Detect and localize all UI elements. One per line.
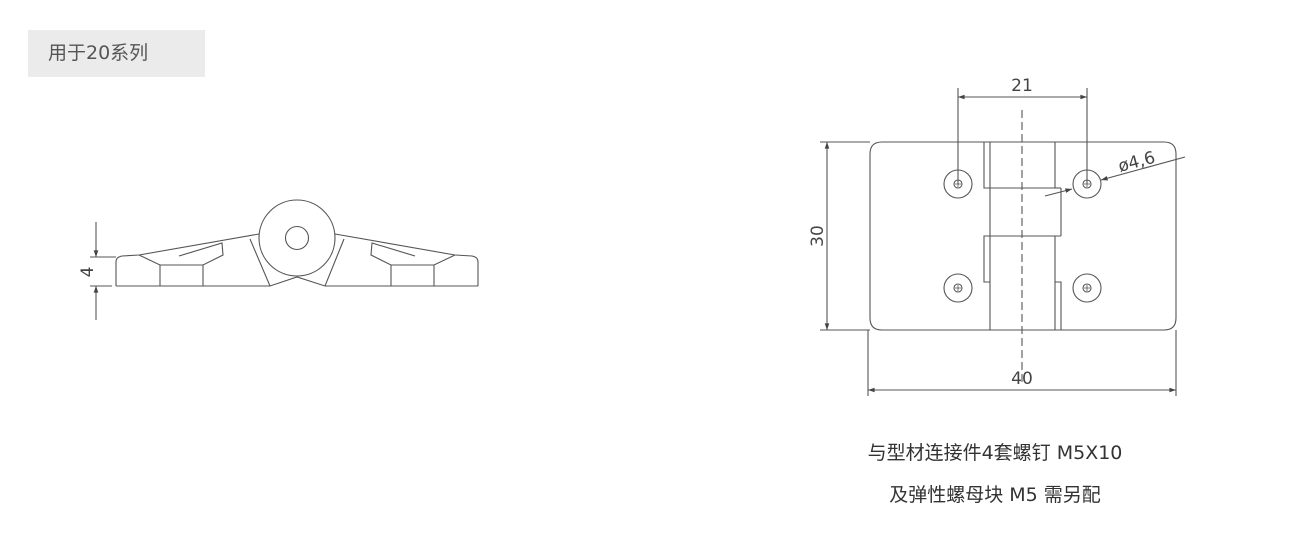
top-view: [820, 88, 1186, 396]
dim-hole-diameter: ø4,6: [1116, 148, 1157, 177]
side-view: [90, 199, 479, 320]
series-tag: 用于20系列: [28, 30, 205, 77]
dim-hole-spacing: 21: [1011, 76, 1033, 96]
side-dim-height: 4: [78, 267, 98, 278]
note-line-2: 及弹性螺母块 M5 需另配: [889, 484, 1101, 506]
note-line-1: 与型材连接件4套螺钉 M5X10: [867, 442, 1123, 464]
dim-height: 30: [808, 225, 828, 247]
dim-width: 40: [1011, 369, 1033, 389]
